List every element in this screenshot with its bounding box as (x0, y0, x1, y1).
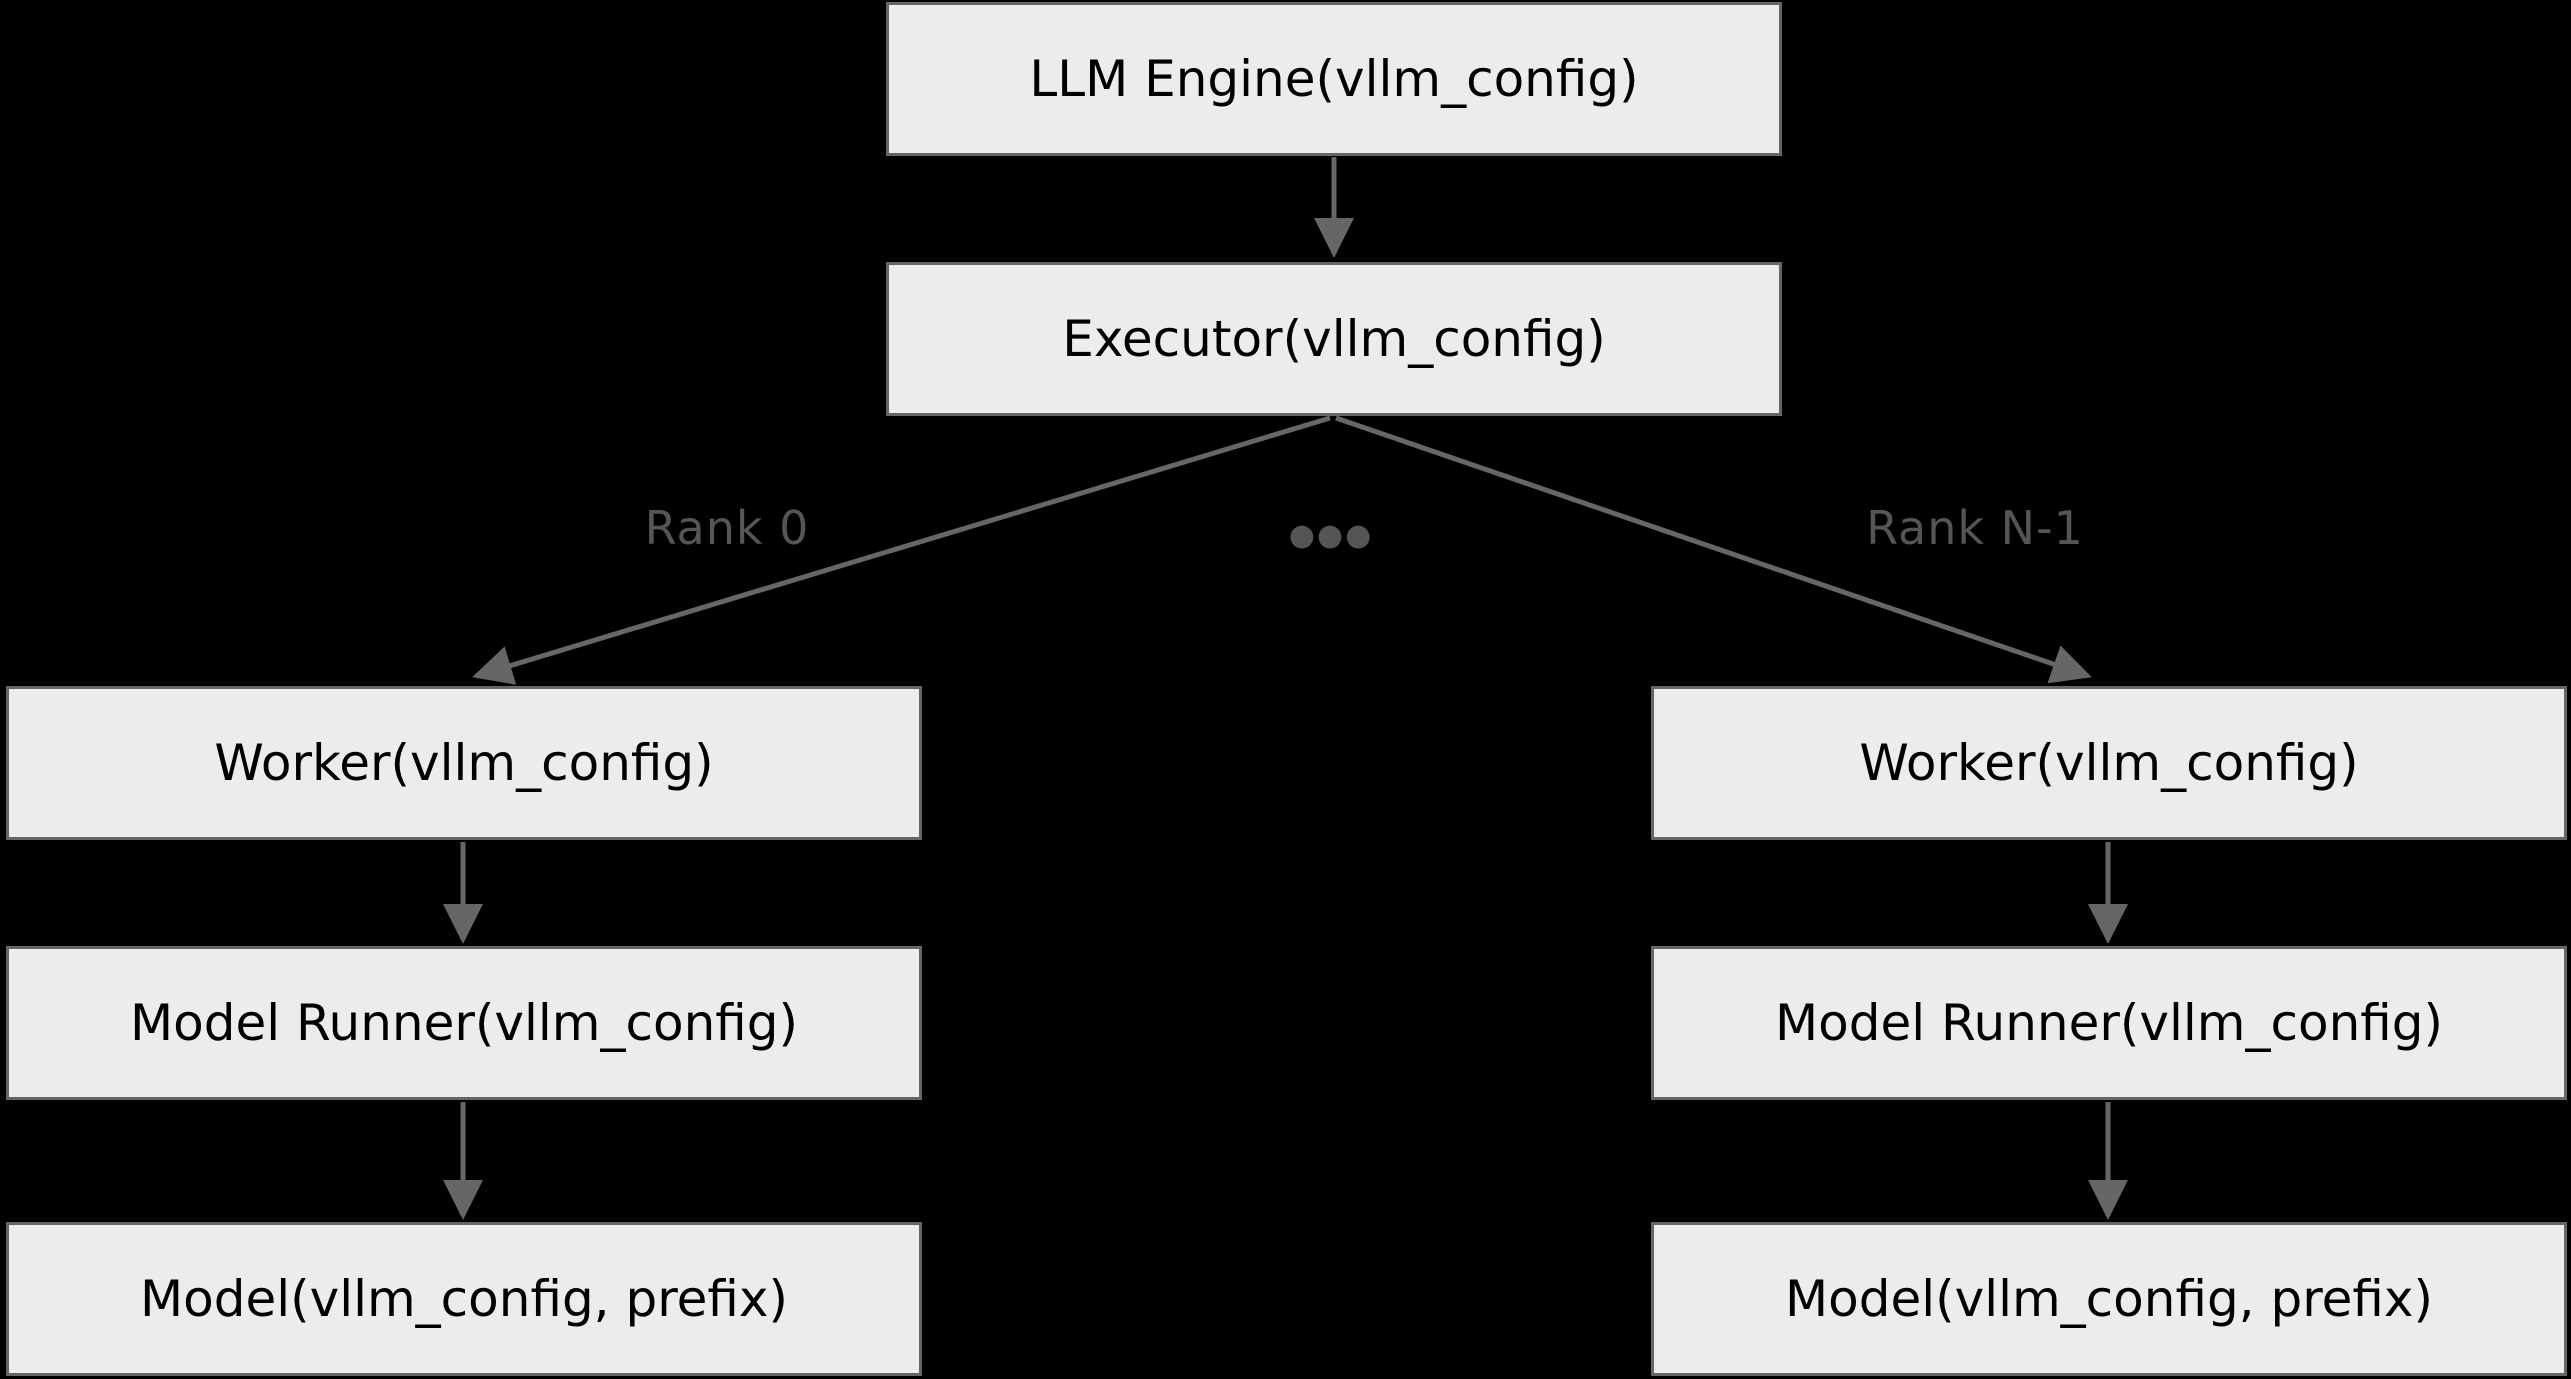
node-model-runner-rank0-label: Model Runner(vllm_config) (130, 993, 798, 1052)
edge-label-rank-0: Rank 0 (644, 501, 810, 555)
edge-label-rank-ellipsis: ●●● (1288, 518, 1374, 553)
node-model-rank0-label: Model(vllm_config, prefix) (139, 1269, 789, 1328)
node-model-runner-rankn[interactable]: Model Runner(vllm_config) (1651, 946, 2567, 1100)
node-worker-rank0-label: Worker(vllm_config) (214, 733, 714, 792)
node-llm-engine-label: LLM Engine(vllm_config) (1029, 49, 1639, 108)
edge-label-rank-n-1: Rank N-1 (1866, 501, 2084, 555)
node-model-runner-rank0[interactable]: Model Runner(vllm_config) (6, 946, 922, 1100)
node-worker-rankn[interactable]: Worker(vllm_config) (1651, 686, 2567, 840)
node-model-rankn-label: Model(vllm_config, prefix) (1784, 1269, 2434, 1328)
node-worker-rankn-label: Worker(vllm_config) (1859, 733, 2359, 792)
node-executor[interactable]: Executor(vllm_config) (886, 262, 1782, 416)
node-model-rankn[interactable]: Model(vllm_config, prefix) (1651, 1222, 2567, 1376)
node-executor-label: Executor(vllm_config) (1062, 309, 1606, 368)
edge-executor-to-worker-rank0 (472, 415, 1331, 685)
node-worker-rank0[interactable]: Worker(vllm_config) (6, 686, 922, 840)
node-model-rank0[interactable]: Model(vllm_config, prefix) (6, 1222, 922, 1376)
node-model-runner-rankn-label: Model Runner(vllm_config) (1775, 993, 2443, 1052)
node-llm-engine[interactable]: LLM Engine(vllm_config) (886, 2, 1782, 156)
